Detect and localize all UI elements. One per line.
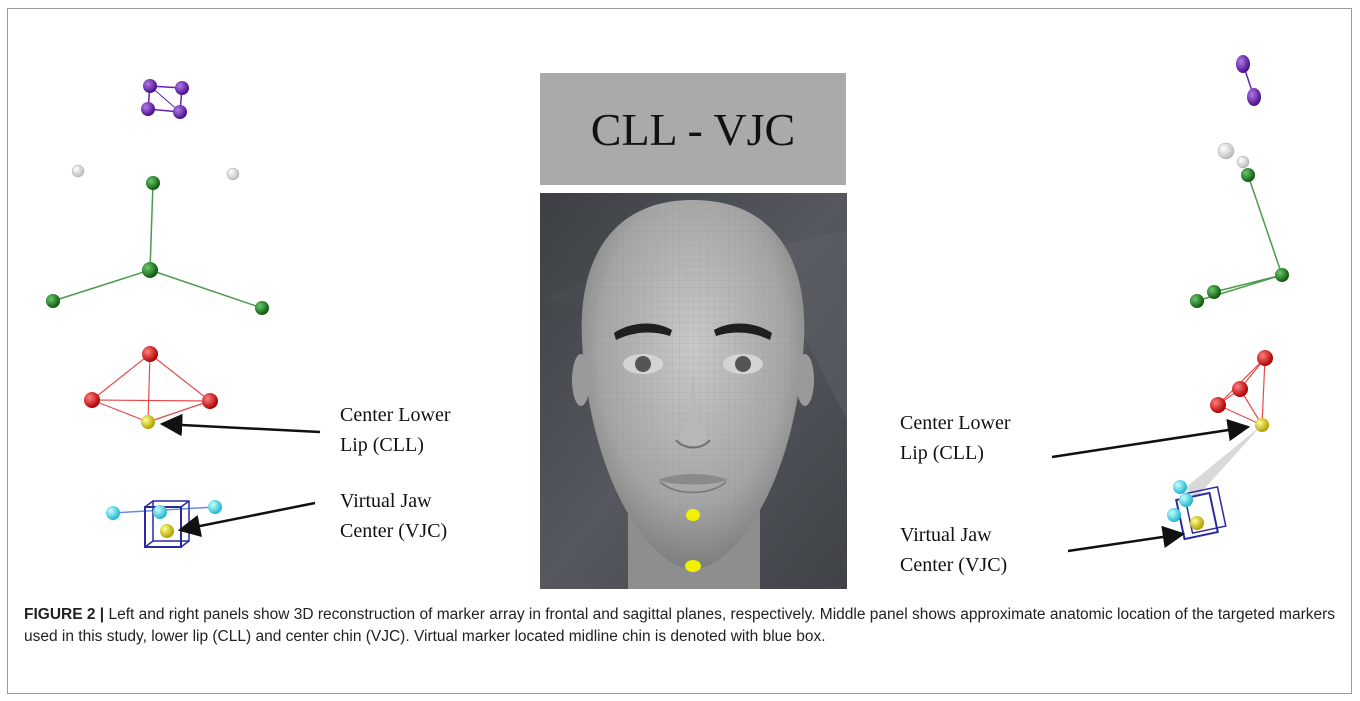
left-purple-markers — [141, 79, 189, 119]
caption-text: Left and right panels show 3D reconstruc… — [24, 606, 1335, 645]
left-white-marker — [72, 165, 84, 177]
right-cll-label: Center Lower Lip (CLL) — [900, 408, 1011, 468]
right-green-markers — [1190, 168, 1289, 308]
right-vjc-arrow — [1068, 534, 1183, 551]
right-white-marker — [1237, 156, 1249, 168]
left-marker-array — [46, 79, 320, 547]
left-cll-arrow — [162, 424, 320, 432]
right-marker-array — [1052, 55, 1289, 551]
face-image — [540, 193, 847, 589]
right-purple-markers — [1236, 55, 1261, 106]
right-red-markers — [1210, 350, 1273, 425]
right-white-marker — [1218, 143, 1234, 159]
left-vjc-marker — [160, 524, 174, 538]
left-green-markers — [46, 176, 269, 315]
left-cll-marker — [141, 415, 155, 429]
right-vjc-marker — [1190, 516, 1204, 530]
face-cll-marker — [686, 509, 700, 521]
left-cll-label: Center Lower Lip (CLL) — [340, 400, 451, 460]
right-cll-arrow — [1052, 427, 1248, 457]
left-white-marker — [227, 168, 239, 180]
caption-label: FIGURE 2 | — [24, 606, 104, 623]
middle-panel-title: CLL - VJC — [540, 73, 846, 185]
figure-caption: FIGURE 2 | Left and right panels show 3D… — [24, 604, 1339, 648]
left-red-markers — [84, 346, 218, 422]
left-vjc-arrow — [180, 503, 315, 530]
face-vjc-marker — [685, 560, 701, 572]
right-vjc-label: Virtual Jaw Center (VJC) — [900, 520, 1007, 580]
left-vjc-label: Virtual Jaw Center (VJC) — [340, 486, 447, 546]
left-vjc-box — [106, 500, 222, 547]
